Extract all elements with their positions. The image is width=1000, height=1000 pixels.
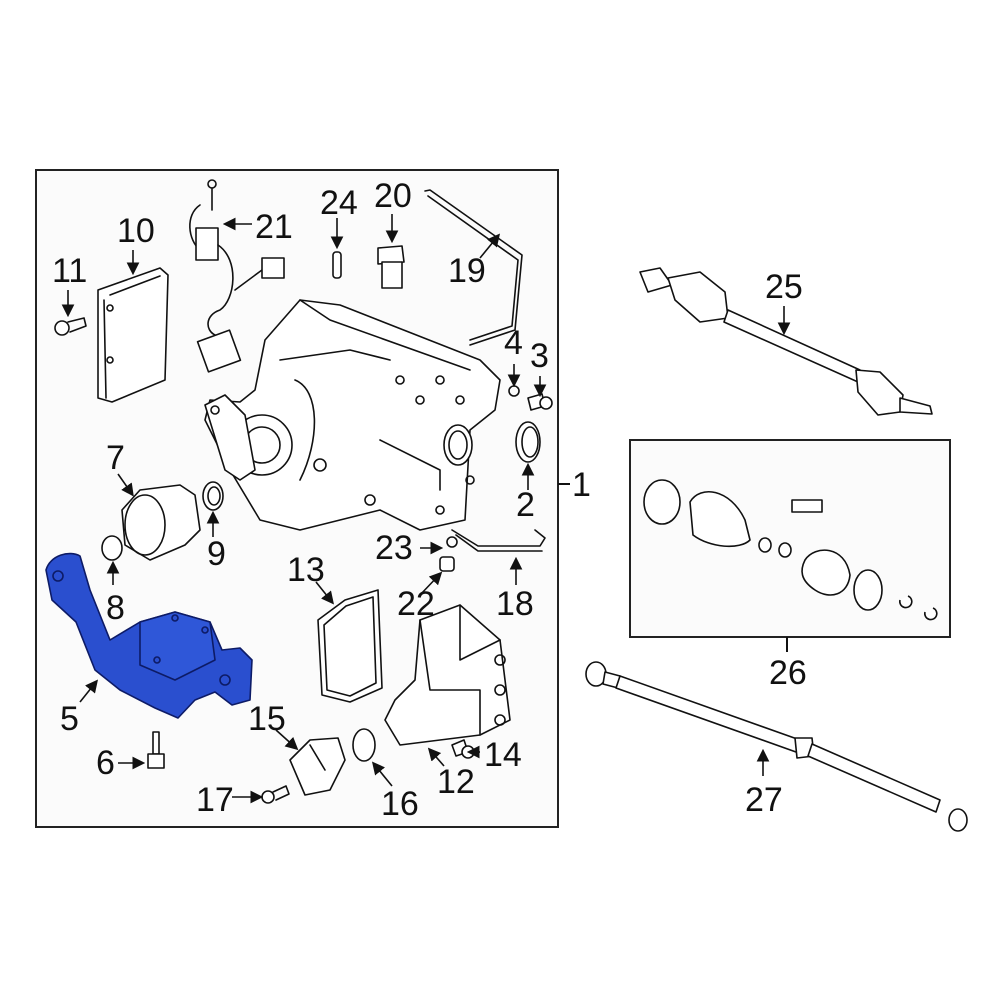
callout-label-14: 14 [484,736,522,774]
callout-label-9: 9 [207,535,226,573]
callout-label-16: 16 [381,785,419,823]
bolt-part-11 [54,317,87,336]
callout-label-15: 15 [248,700,286,738]
kit-group-frame [629,439,951,638]
callout-label-18: 18 [496,585,534,623]
transaxle-assembly-part-1 [204,299,501,531]
callout-label-4: 4 [504,324,523,362]
gasket-part-13 [317,589,383,703]
callout-label-6: 6 [96,744,115,782]
half-shaft-part-25 [639,267,933,416]
callout-label-13: 13 [287,551,325,589]
callout-label-19: 19 [448,252,486,290]
power-unit-part-12 [384,604,511,746]
callout-label-2: 2 [516,486,535,524]
callout-label-21: 21 [255,208,293,246]
callout-label-3: 3 [530,337,549,375]
callout-label-1: 1 [572,466,591,504]
callout-label-25: 25 [765,268,803,306]
callout-label-8: 8 [106,589,125,627]
actuator-part-15 [289,737,346,796]
cv-boot-kit-part-26 [643,479,938,621]
bolt-part-6 [147,731,165,769]
washer-part-23 [446,536,458,548]
control-module-part-10 [97,267,169,403]
sensor-part-20 [377,245,405,289]
mount-bracket-part-5-highlighted [45,552,253,719]
o-ring-part-16 [352,728,376,762]
callout-label-23: 23 [375,529,413,567]
callout-label-22: 22 [397,585,435,623]
drive-shaft-part-27 [585,661,968,832]
callout-label-11: 11 [52,252,88,290]
wiring-harness-part-21 [189,179,285,373]
tube-part-19 [424,189,523,346]
pin-part-24 [332,251,342,279]
callout-label-24: 24 [320,184,358,222]
plug-part-8 [101,535,123,561]
callout-arrows [61,214,791,804]
tube-part-18 [451,529,546,552]
seal-part-2 [515,421,541,463]
callout-label-12: 12 [437,763,475,801]
callout-label-20: 20 [374,177,412,215]
plug-part-22 [439,556,455,572]
callout-label-17: 17 [196,781,234,819]
callout-label-27: 27 [745,781,783,819]
seal-part-9 [202,481,224,511]
callout-label-7: 7 [106,439,125,477]
callout-label-5: 5 [60,700,79,738]
cv-joint-part-7 [121,484,201,561]
callout-label-26: 26 [769,654,807,692]
callout-label-10: 10 [117,212,155,250]
